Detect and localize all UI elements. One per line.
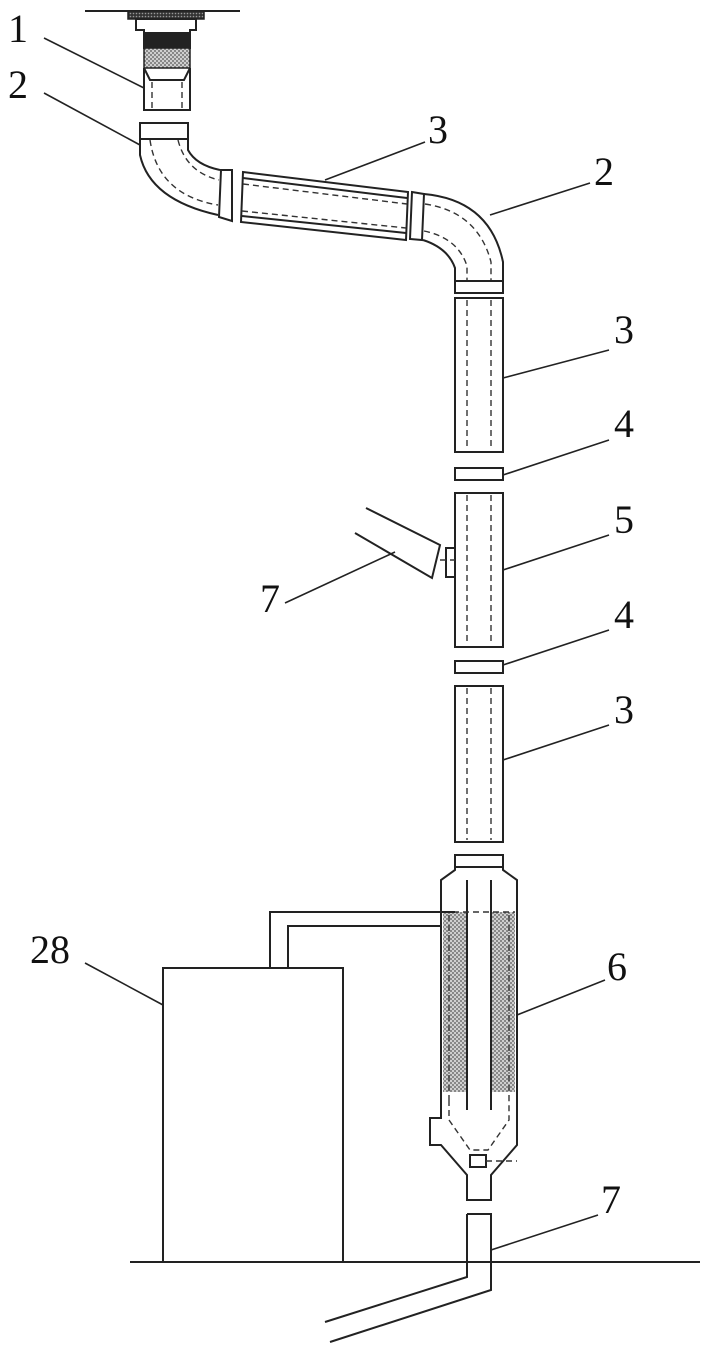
label-7-branch: 7 — [260, 576, 280, 621]
label-3-inclined: 3 — [428, 107, 448, 152]
tee-pipe — [355, 493, 503, 647]
label-7-outlet: 7 — [601, 1177, 621, 1222]
label-2-right: 2 — [594, 149, 614, 194]
storage-tank — [163, 912, 455, 1262]
outlet-pipe — [325, 1214, 491, 1342]
label-6: 6 — [607, 944, 627, 989]
coupling-lower — [455, 661, 503, 673]
label-28: 28 — [30, 927, 70, 972]
right-elbow — [410, 192, 503, 293]
upper-elbow — [140, 123, 232, 221]
vertical-pipe-upper — [455, 298, 503, 452]
vertical-pipe-lower — [455, 686, 503, 842]
label-4-lower: 4 — [614, 592, 634, 637]
label-3-upper: 3 — [614, 307, 634, 352]
label-4-upper: 4 — [614, 401, 634, 446]
inlet-filter — [128, 11, 204, 110]
collector-unit — [430, 855, 517, 1200]
label-3-lower: 3 — [614, 687, 634, 732]
label-5: 5 — [614, 497, 634, 542]
coupling-upper — [455, 468, 503, 480]
label-2-upper: 2 — [8, 62, 28, 107]
label-1: 1 — [8, 6, 28, 51]
inclined-pipe — [241, 172, 408, 240]
